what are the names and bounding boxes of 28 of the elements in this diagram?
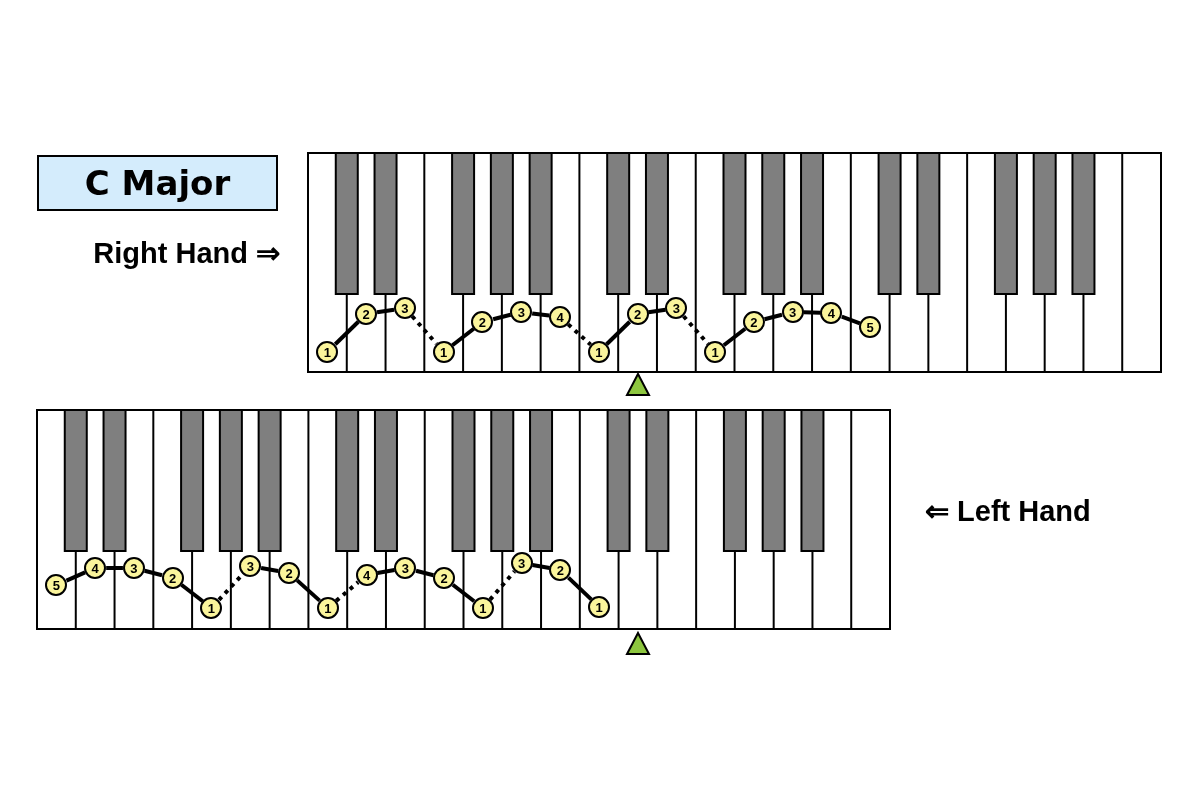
- fingering-line: [605, 320, 632, 346]
- fingering-line: [451, 583, 476, 603]
- fingering-line: [531, 311, 550, 318]
- fingering-line: [260, 566, 279, 573]
- fingering-line: [841, 314, 861, 326]
- fingering-line: [65, 570, 86, 583]
- fingering-line: [144, 568, 163, 578]
- fingering-line: [764, 312, 783, 322]
- fingering-line: [376, 307, 395, 315]
- fingering-line: [567, 576, 593, 601]
- title-box: C Major: [37, 155, 278, 211]
- dotted-connector-line: [334, 580, 360, 603]
- fingering-line: [180, 583, 204, 603]
- fingering-line: [451, 327, 475, 347]
- hand-label: ⇐ Left Hand: [925, 496, 1091, 528]
- fingering-line: [803, 310, 821, 315]
- fingering-line: [106, 566, 123, 570]
- fingering-line: [722, 327, 747, 347]
- fingering-line: [295, 578, 321, 603]
- fingering-line: [333, 320, 360, 346]
- fingering-line: [648, 307, 666, 315]
- hand-label: Right Hand ⇒: [93, 238, 280, 270]
- fingering-line: [415, 568, 434, 578]
- fingering-line: [492, 312, 512, 322]
- fingering-line: [377, 568, 395, 575]
- dotted-connector-line: [566, 322, 592, 347]
- fingering-line: [532, 563, 550, 570]
- dotted-connector-line: [488, 570, 516, 601]
